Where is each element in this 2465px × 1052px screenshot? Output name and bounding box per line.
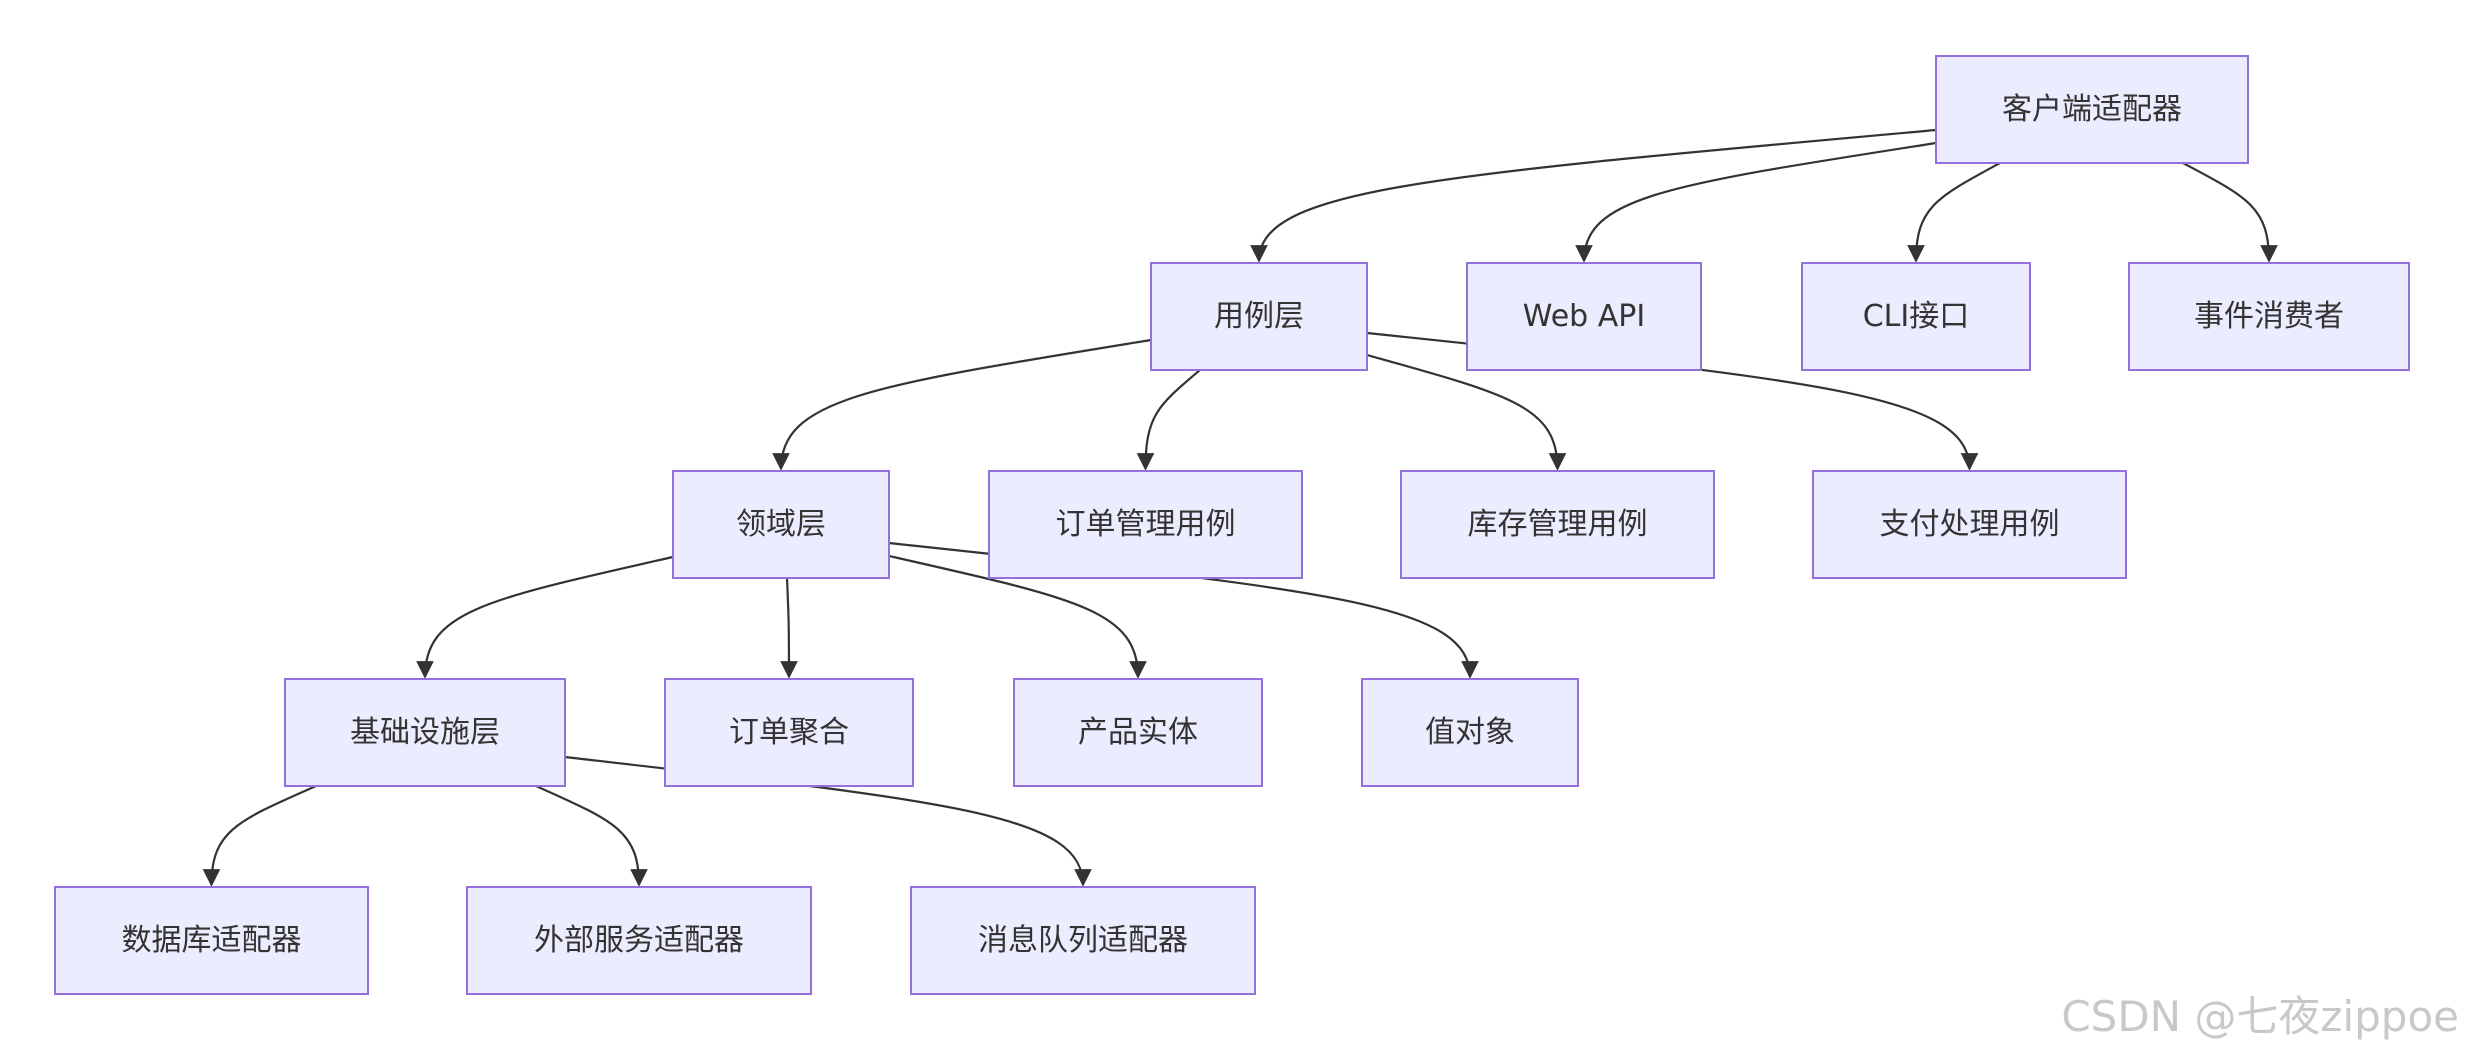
node-label: 数据库适配器 [122,923,302,958]
node-order_uc: 订单管理用例 [988,470,1303,579]
node-box [1466,262,1702,371]
node-box [2128,262,2410,371]
node-box [1150,262,1368,371]
node-label: 支付处理用例 [1880,507,2060,542]
node-label: CLI接口 [1863,299,1970,334]
node-client: 客户端适配器 [1935,55,2249,164]
node-label: 消息队列适配器 [978,923,1188,958]
node-label: 基础设施层 [350,715,500,750]
edge-domain-to-infra [416,555,674,679]
node-box [1812,470,2127,579]
node-box [1361,678,1579,787]
node-label: 事件消费者 [2194,299,2344,334]
node-domain: 领域层 [672,470,890,579]
watermark: CSDN @七夜zippoe [2061,992,2459,1041]
node-label: 产品实体 [1078,715,1198,750]
edge-infra-to-ext_adapter [535,784,648,887]
node-order_agg: 订单聚合 [664,678,914,787]
node-pay_uc: 支付处理用例 [1812,470,2127,579]
edge-client-to-webapi [1575,141,1937,263]
node-mq_adapter: 消息队列适配器 [910,886,1256,995]
node-box [1400,470,1715,579]
node-label: 订单管理用例 [1056,507,1236,542]
edge-usecase-to-stock_uc [1366,353,1567,471]
edge-domain-to-order_agg [780,577,798,679]
node-consumer: 事件消费者 [2128,262,2410,371]
edge-client-to-cli [1907,162,2001,263]
node-usecase: 用例层 [1150,262,1368,371]
node-value_obj: 值对象 [1361,678,1579,787]
node-label: 库存管理用例 [1468,507,1648,542]
node-box [1801,262,2031,371]
node-label: 值对象 [1425,715,1515,750]
node-box [1935,55,2249,164]
edge-usecase-to-order_uc [1136,369,1201,471]
node-box [664,678,914,787]
node-label: 领域层 [736,507,826,542]
node-stock_uc: 库存管理用例 [1400,470,1715,579]
edge-client-to-usecase [1250,128,1937,263]
node-label: 订单聚合 [729,715,849,750]
node-box [988,470,1303,579]
edge-domain-to-product [888,554,1147,679]
edge-client-to-consumer [2182,162,2278,263]
node-label: 用例层 [1214,299,1304,334]
node-ext_adapter: 外部服务适配器 [466,886,812,995]
node-box [466,886,812,995]
edge-usecase-to-domain [772,338,1152,471]
node-box [1013,678,1263,787]
node-box [910,886,1256,995]
node-box [54,886,369,995]
node-box [284,678,566,787]
node-infra: 基础设施层 [284,678,566,787]
node-label: 客户端适配器 [2002,92,2182,127]
node-db_adapter: 数据库适配器 [54,886,369,995]
edge-infra-to-db_adapter [202,784,317,887]
node-cli: CLI接口 [1801,262,2031,371]
node-webapi: Web API [1466,262,1702,371]
node-label: 外部服务适配器 [534,923,744,958]
node-box [672,470,890,579]
node-product: 产品实体 [1013,678,1263,787]
node-label: Web API [1523,299,1645,334]
